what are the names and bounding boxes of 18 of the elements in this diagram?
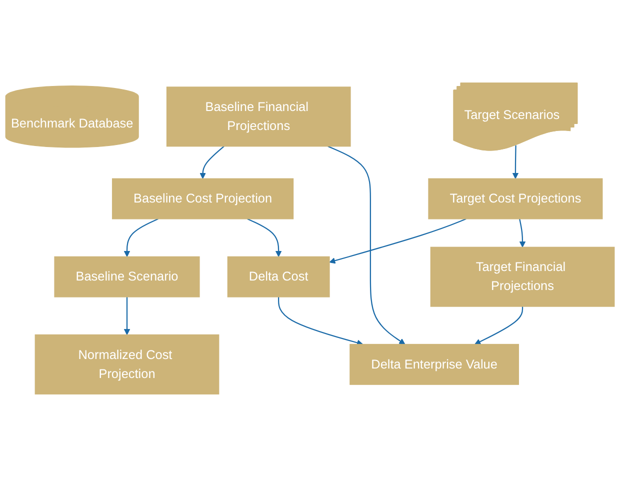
node-box: Delta Cost: [227, 256, 330, 298]
node-box: Normalized Cost Projection: [34, 334, 220, 394]
arrow: [247, 218, 282, 257]
node-box: Baseline Scenario: [54, 256, 200, 298]
arrow: [474, 306, 524, 345]
arrow: [124, 218, 158, 257]
arrow: [328, 146, 406, 345]
node-box: Target Cost Projections: [428, 178, 603, 220]
arrow: [124, 296, 130, 336]
node-box: Baseline Cost Projection: [112, 178, 294, 220]
node-box: Baseline Financial Projections: [166, 86, 351, 147]
node-box: Delta Enterprise Value: [350, 344, 519, 385]
arrow: [512, 145, 519, 179]
node-box: Target Financial Projections: [430, 246, 615, 307]
arrow: [329, 218, 466, 264]
arrow: [278, 296, 363, 346]
arrow: [200, 146, 224, 179]
arrow: [519, 218, 526, 248]
